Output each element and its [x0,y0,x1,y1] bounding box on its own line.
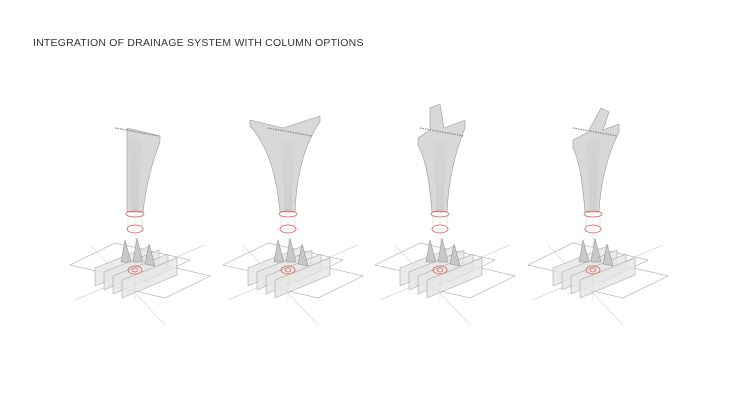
channel-fin [274,257,331,299]
drainage-base [222,212,364,326]
column-option-2 [222,115,364,326]
column-shaft [417,103,466,213]
drainage-base [69,212,211,326]
channel-fin [121,257,178,299]
channel-fin [579,257,636,299]
drainage-base [374,212,516,326]
column-option-3 [374,103,516,326]
column-shaft [572,107,620,213]
channel-fin [426,257,483,299]
column-shaft [249,115,321,213]
column-option-1 [69,127,211,326]
drainage-base [527,212,669,326]
diagram-title: INTEGRATION OF DRAINAGE SYSTEM WITH COLU… [33,37,364,49]
column-option-4 [527,107,669,326]
